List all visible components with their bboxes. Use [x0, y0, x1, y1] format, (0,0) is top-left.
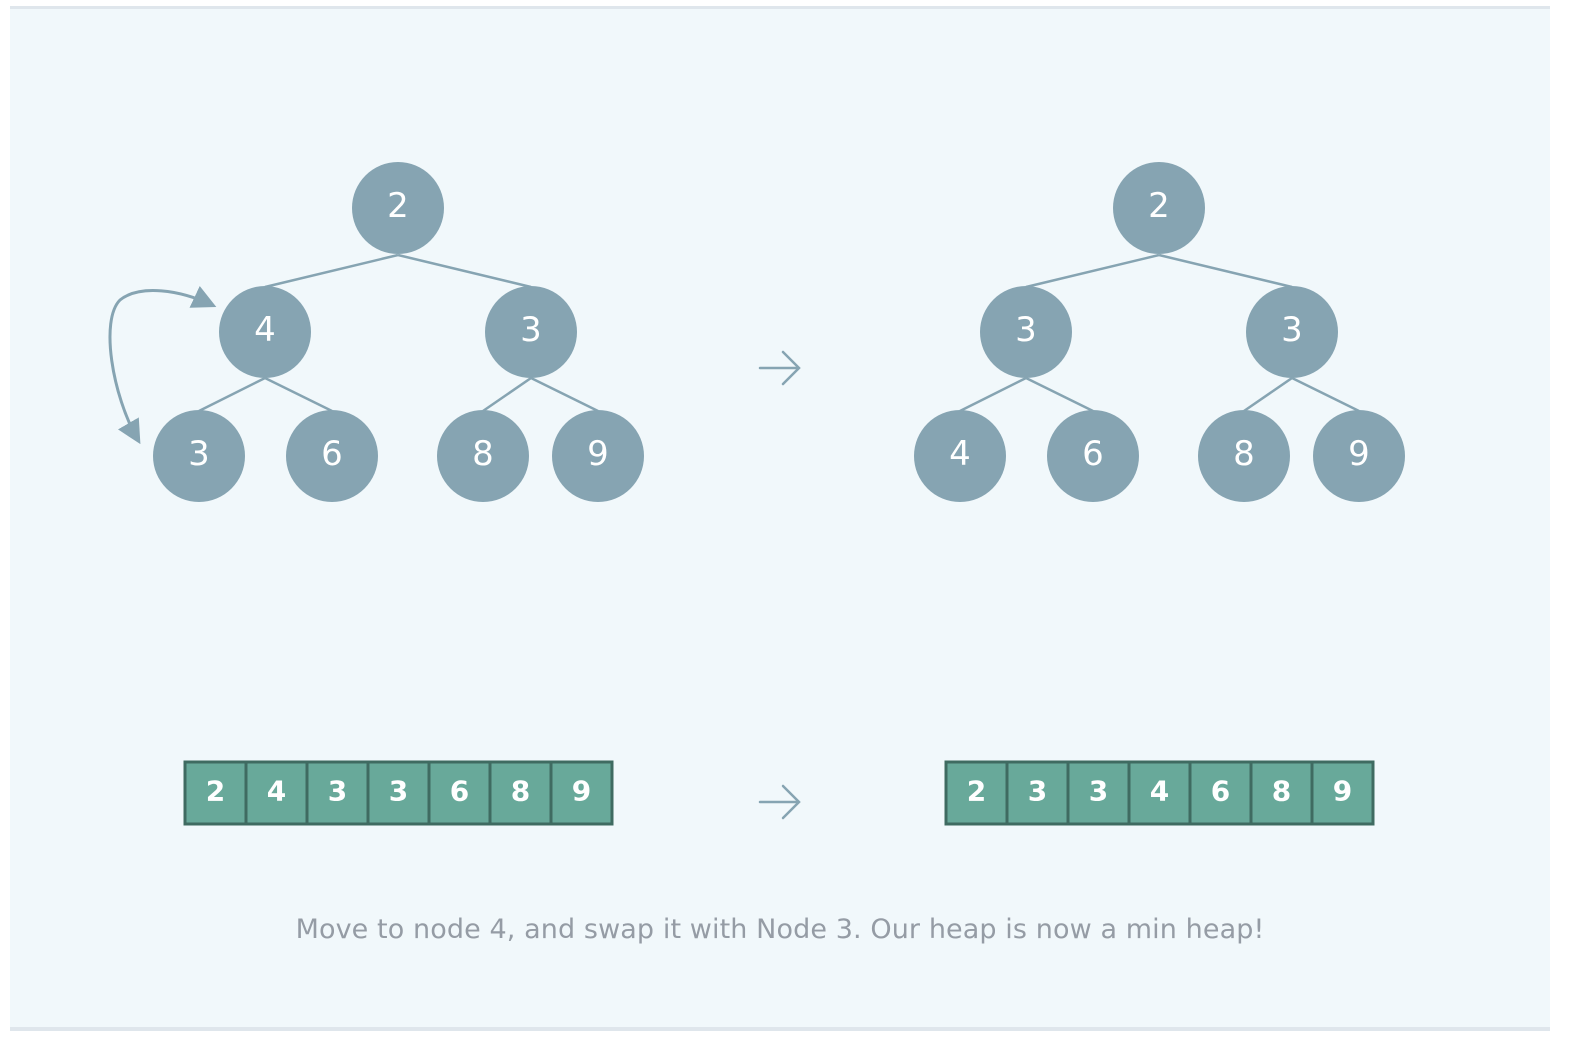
- array-value: 8: [511, 775, 530, 808]
- node-value: 9: [587, 434, 609, 474]
- tree-node: 3: [980, 286, 1072, 378]
- array-cell: 6: [1188, 760, 1253, 826]
- node-value: 8: [1233, 434, 1255, 474]
- tree-edge: [198, 376, 266, 413]
- caption-text: Move to node 4, and swap it with Node 3.…: [295, 914, 1265, 945]
- node-value: 8: [472, 434, 494, 474]
- array-cell: 2: [183, 760, 248, 826]
- tree-node: 6: [1047, 410, 1139, 502]
- tree-edge: [1243, 376, 1293, 413]
- array-value: 4: [1150, 775, 1169, 808]
- array-value: 9: [1333, 775, 1352, 808]
- array-cell: 9: [549, 760, 614, 826]
- tree-node: 3: [153, 410, 245, 502]
- array-value: 3: [1028, 775, 1047, 808]
- curved-swap-arrow-icon: [108, 285, 217, 445]
- array-cell: 4: [244, 760, 309, 826]
- tree-node: 3: [485, 286, 577, 378]
- array-value: 3: [328, 775, 347, 808]
- tree-edge: [530, 376, 599, 413]
- tree-node: 4: [219, 286, 311, 378]
- tree-node: 9: [1313, 410, 1405, 502]
- tree-node: 8: [437, 410, 529, 502]
- tree-node: 9: [552, 410, 644, 502]
- tree-edge: [264, 253, 399, 289]
- node-value: 3: [520, 310, 542, 350]
- tree-edge: [397, 253, 532, 289]
- tree-edge: [1158, 253, 1293, 289]
- node-value: 6: [1082, 434, 1104, 474]
- tree-edges: [959, 253, 1360, 413]
- node-value: 3: [1015, 310, 1037, 350]
- tree-edge: [482, 376, 532, 413]
- array-value: 3: [1089, 775, 1108, 808]
- before-array: 2 4 3 3 6 8 9: [183, 760, 614, 826]
- array-value: 9: [572, 775, 591, 808]
- before-tree: 2 4 3 3 6 8 9: [108, 162, 644, 502]
- array-cell: 8: [1249, 760, 1314, 826]
- tree-edge: [264, 376, 333, 413]
- after-array: 2 3 3 4 6 8 9: [944, 760, 1375, 826]
- array-cell: 3: [1005, 760, 1070, 826]
- node-value: 2: [387, 186, 409, 226]
- tree-edge: [1025, 376, 1094, 413]
- array-cell: 4: [1127, 760, 1192, 826]
- diagram-panel: [10, 6, 1550, 1031]
- array-cell: 6: [427, 760, 492, 826]
- array-cell: 9: [1310, 760, 1375, 826]
- tree-node-root: 2: [352, 162, 444, 254]
- tree-edge: [1291, 376, 1360, 413]
- array-value: 2: [206, 775, 225, 808]
- tree-node: 6: [286, 410, 378, 502]
- tree-node: 8: [1198, 410, 1290, 502]
- tree-edge: [959, 376, 1027, 413]
- node-value: 3: [1281, 310, 1303, 350]
- right-arrow-icon: [758, 784, 801, 820]
- node-value: 9: [1348, 434, 1370, 474]
- tree-edge: [1025, 253, 1160, 289]
- right-arrow-icon: [758, 350, 801, 386]
- array-value: 6: [450, 775, 469, 808]
- array-cell: 3: [1066, 760, 1131, 826]
- array-value: 4: [267, 775, 286, 808]
- array-cell: 3: [366, 760, 431, 826]
- array-value: 6: [1211, 775, 1230, 808]
- node-value: 2: [1148, 186, 1170, 226]
- node-value: 4: [254, 310, 276, 350]
- array-cell: 2: [944, 760, 1009, 826]
- array-cell: 3: [305, 760, 370, 826]
- array-value: 8: [1272, 775, 1291, 808]
- array-cell: 8: [488, 760, 553, 826]
- node-value: 3: [188, 434, 210, 474]
- tree-node-root: 2: [1113, 162, 1205, 254]
- array-value: 2: [967, 775, 986, 808]
- node-value: 4: [949, 434, 971, 474]
- tree-node: 4: [914, 410, 1006, 502]
- after-tree: 2 3 3 4 6 8 9: [914, 162, 1405, 502]
- node-value: 6: [321, 434, 343, 474]
- tree-node: 3: [1246, 286, 1338, 378]
- array-value: 3: [389, 775, 408, 808]
